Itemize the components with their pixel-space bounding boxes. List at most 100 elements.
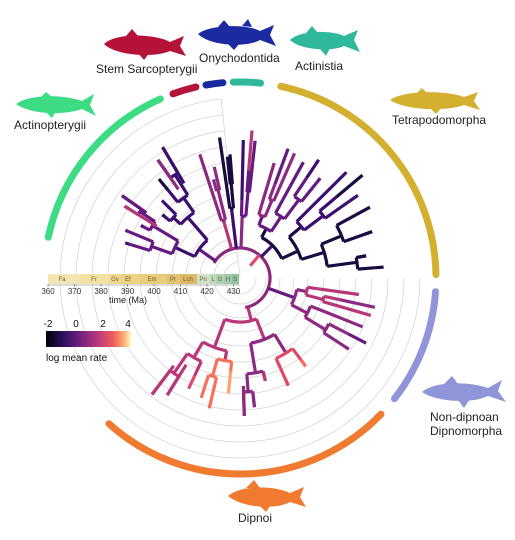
tree-branch (251, 393, 257, 408)
tree-branch (221, 219, 234, 250)
tree-branch (322, 331, 350, 351)
period-label: Pri (199, 277, 206, 283)
label-actinistia: Actinistia (295, 59, 343, 73)
actinistia-fish-icon (290, 26, 360, 56)
rate-colorbar (46, 331, 131, 347)
tree-branch (290, 303, 309, 315)
tree-branch (199, 374, 211, 399)
time-ring (199, 237, 281, 319)
tree-branch (288, 225, 303, 239)
tree-branch (150, 244, 173, 256)
tree-branch (307, 285, 318, 291)
tree-branch (269, 215, 283, 233)
tree-branch (320, 234, 343, 246)
tree-branch (283, 377, 290, 387)
clade-arcs (44, 78, 440, 478)
tree-branch (226, 162, 232, 185)
tree-branch (246, 306, 253, 321)
period-label: Ef (125, 277, 131, 283)
tree-branch (212, 246, 272, 310)
tree-branch (212, 180, 219, 192)
clade-arc-non-dipnoan (391, 288, 439, 403)
time-tick-label: 430 (227, 287, 241, 296)
tree-branch (357, 266, 376, 271)
tetrapodomorpha-fish-icon (390, 88, 480, 114)
legend-tick-label: 0 (73, 319, 79, 330)
tree-branch (186, 216, 209, 242)
tree-branch (324, 199, 351, 220)
label-dipnoi: Dipnoi (238, 511, 272, 525)
period-label: Lch (183, 277, 193, 283)
tree-branch (216, 357, 232, 364)
tree-branch (260, 227, 268, 239)
legend-tick-label: 2 (100, 319, 106, 330)
period-pridoli (197, 274, 210, 284)
tree-branch (281, 161, 305, 200)
tree-branch (273, 148, 290, 185)
tree-branch (211, 179, 216, 182)
period-label: Gv (111, 277, 119, 283)
tree-branch (172, 352, 189, 375)
tree-branch (225, 156, 230, 163)
tree-branch (274, 198, 285, 214)
tree-branch (257, 204, 264, 216)
label-non-dipnoan: Non-dipnoan (430, 410, 499, 424)
actinopterygii-fish-icon (16, 92, 96, 118)
tree-branch (267, 183, 277, 200)
tree-branch (244, 192, 250, 217)
period-label: Fa (58, 277, 66, 283)
clade-arc-stem-sarcopterygii (169, 83, 200, 98)
tree-branch (120, 194, 148, 215)
tree-branch (160, 199, 165, 204)
tree-branch (247, 130, 254, 171)
tree-branch (251, 140, 257, 163)
period-label: S (233, 277, 237, 283)
label-dipnomorpha: Dipnomorpha (430, 424, 502, 438)
tree-branch (364, 230, 373, 236)
time-ring (59, 98, 421, 459)
tree-branch (355, 205, 371, 217)
tree-branch (140, 224, 144, 228)
tree-branch (292, 177, 308, 198)
period-pragian (167, 274, 180, 284)
tree-branch (335, 224, 346, 243)
tree-branch (245, 373, 250, 392)
tree-branch (157, 177, 170, 191)
tree-branch (260, 162, 276, 206)
non-dipnoan-fish-icon (422, 376, 506, 408)
tree-branch (322, 300, 347, 310)
tree-branch (335, 173, 364, 199)
tree-branch (229, 208, 238, 249)
clade-arc-dipnoi (105, 410, 385, 478)
period-givetian (109, 274, 121, 284)
tree-branch (229, 184, 236, 209)
time-ring (107, 146, 373, 411)
tree-branch (249, 342, 258, 373)
time-tick-label: 390 (121, 287, 135, 296)
legend-title: log mean rate (46, 353, 108, 364)
tree-branch (148, 220, 157, 231)
tree-branch (273, 333, 288, 354)
tree-branch (166, 188, 180, 204)
time-tick-label: 360 (41, 287, 55, 296)
tree-branch (139, 210, 156, 223)
tree-branch (150, 364, 175, 396)
tree-branch (247, 162, 255, 193)
tree-branch (182, 196, 196, 214)
label-actinopterygii: Actinopterygii (14, 118, 86, 132)
tree-branch (257, 215, 264, 226)
period-label: Fr (91, 277, 97, 283)
tree-branch (174, 245, 196, 259)
tree-branch (283, 198, 301, 220)
clade-arc-actinistia (229, 78, 264, 87)
tree-branch (310, 304, 327, 314)
tree-branch (172, 216, 182, 226)
tree-branch (249, 253, 261, 267)
tree-branch (305, 158, 321, 179)
tree-branch (287, 235, 303, 260)
period-frasnian (80, 274, 109, 284)
period-lochkovian (180, 274, 197, 284)
tree-branch (240, 139, 245, 201)
stem-sarcopterygii-fish-icon (104, 29, 186, 60)
